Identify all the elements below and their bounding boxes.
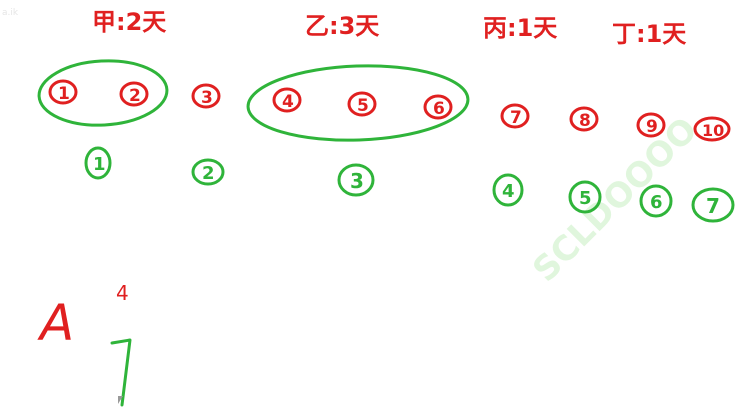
red-number-2: 2 [119, 81, 149, 107]
svg-text:6: 6 [650, 192, 663, 213]
red-number-3: 3 [191, 83, 221, 109]
svg-text:3: 3 [350, 169, 364, 193]
svg-text:3: 3 [201, 88, 213, 108]
red-number-9: 9 [636, 112, 666, 138]
formula-superscript: 4 [116, 281, 129, 305]
svg-text:5: 5 [579, 188, 592, 209]
svg-text:2: 2 [129, 86, 141, 106]
green-number-6: 6 [639, 184, 673, 218]
red-number-5: 5 [347, 91, 377, 117]
green-number-4: 4 [492, 173, 524, 207]
green-number-3: 3 [337, 163, 375, 197]
svg-text:9: 9 [646, 117, 658, 137]
svg-text:2: 2 [202, 163, 215, 184]
red-number-8: 8 [569, 106, 599, 132]
heading-jia: 甲:2天 [92, 8, 166, 36]
red-number-7: 7 [500, 103, 530, 129]
heading-bing: 丙:1天 [483, 14, 557, 42]
red-number-4: 4 [272, 87, 302, 113]
svg-text:4: 4 [502, 181, 515, 202]
svg-text:8: 8 [579, 111, 591, 131]
formula-base: A [37, 294, 74, 352]
red-number-1: 1 [48, 79, 78, 105]
svg-text:10: 10 [702, 121, 724, 140]
green-number-1: 1 [84, 146, 112, 180]
green-number-7: 7 [691, 187, 735, 223]
heading-ding: 丁:1天 [612, 20, 686, 48]
svg-text:6: 6 [433, 99, 445, 119]
green-number-5: 5 [568, 180, 602, 214]
green-number-2: 2 [191, 158, 225, 186]
watermark-text: SCLDOOOO [525, 110, 705, 290]
svg-text:7: 7 [510, 108, 522, 128]
formula-subscript-stroke [110, 338, 132, 407]
red-number-10: 10 [693, 116, 731, 142]
svg-text:1: 1 [58, 84, 70, 104]
svg-text:7: 7 [706, 194, 720, 218]
corner-label: a.ik [2, 8, 19, 18]
heading-yi: 乙:3天 [305, 12, 379, 40]
svg-text:1: 1 [93, 154, 106, 175]
group-ellipse-jia [37, 59, 169, 127]
group-ellipse-yi [246, 64, 470, 142]
svg-text:4: 4 [282, 92, 294, 112]
mouse-cursor-icon [118, 396, 123, 404]
svg-text:5: 5 [357, 96, 369, 116]
red-number-6: 6 [423, 94, 453, 120]
